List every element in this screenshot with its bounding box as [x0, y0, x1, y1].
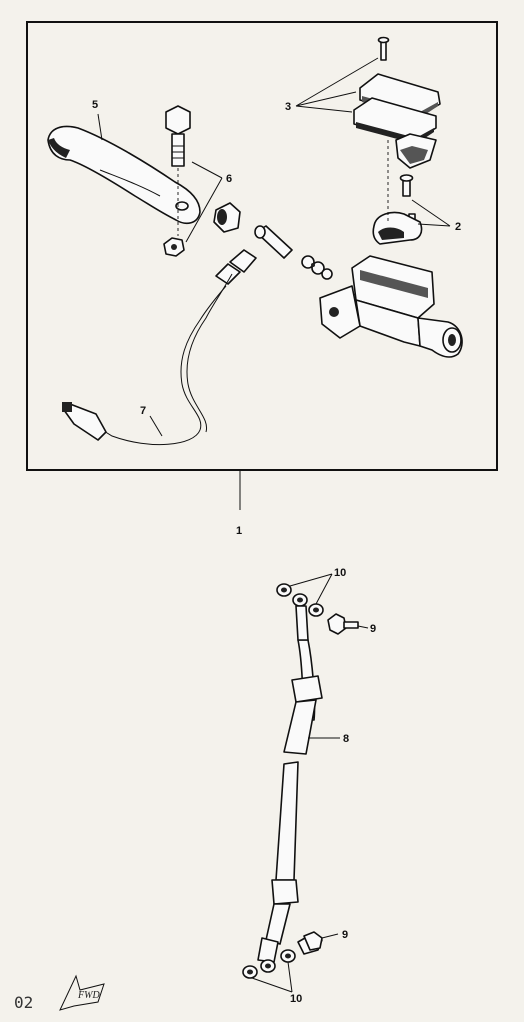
callout-leader-2 [411, 199, 451, 227]
piston-push-rod [254, 225, 333, 280]
callout-leader-10a [289, 573, 333, 605]
callout-9-lower: 9 [342, 929, 348, 941]
callout-1: 1 [236, 525, 242, 537]
callout-5: 5 [92, 99, 98, 111]
reservoir-cap-part-3 [353, 36, 441, 169]
washers-part-10 [242, 583, 324, 979]
callout-8: 8 [343, 733, 349, 745]
callout-6: 6 [226, 173, 232, 185]
callout-leader-3 [295, 57, 379, 113]
handlebar-clamp-part-2 [372, 174, 423, 245]
corner-stamp: 02 [14, 993, 33, 1012]
callout-10-upper: 10 [334, 567, 346, 579]
union-bolt-part-9-upper [327, 613, 359, 635]
callout-2: 2 [455, 221, 461, 233]
callout-9-upper: 9 [370, 623, 376, 635]
callout-leader-9b [321, 933, 339, 939]
master-cylinder-body [319, 255, 463, 358]
fwd-arrow-mark: FWD [59, 974, 105, 1011]
callout-leader-10b [251, 961, 293, 993]
callout-leader-5 [97, 113, 103, 141]
callout-leader-7 [149, 415, 163, 437]
fwd-label: FWD [77, 990, 100, 1001]
callout-10-lower: 10 [290, 993, 302, 1005]
lever-bushing [213, 202, 241, 233]
brake-lever-part-5 [47, 125, 201, 225]
union-bolt-part-9-lower [297, 931, 323, 955]
callout-3: 3 [285, 101, 291, 113]
brake-switch-part-7 [62, 249, 257, 445]
assembly-frame [26, 21, 498, 471]
callout-leader-6 [185, 161, 223, 243]
callout-7: 7 [140, 405, 146, 417]
pivot-bolt-part-6 [163, 105, 191, 257]
callout-leader-9a [357, 625, 369, 629]
brake-hose-part-8 [257, 593, 323, 973]
